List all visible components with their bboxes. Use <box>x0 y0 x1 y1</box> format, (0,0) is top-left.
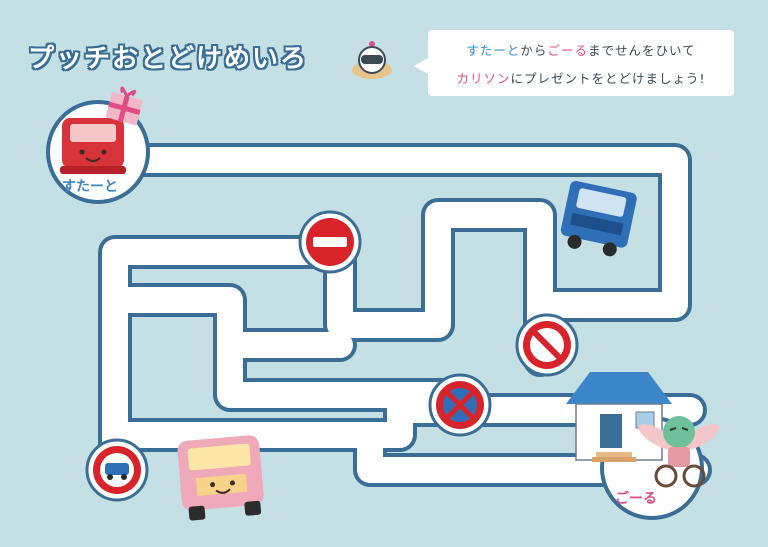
instruction-line-2: カリソンにプレゼントをとどけましょう! <box>428 68 734 87</box>
no-parking-sign-icon <box>85 438 149 502</box>
start-word: すたーと <box>466 43 521 58</box>
pink-truck-icon <box>177 435 264 521</box>
goal-label: ごーる <box>615 491 657 507</box>
green-bunny-bicycle-icon <box>638 416 720 488</box>
character-name: カリソン <box>456 71 511 86</box>
instruction-text-1: から <box>520 43 548 58</box>
instruction-text-3: にプレゼントをとどけましょう! <box>510 71 706 86</box>
start-label: すたーと <box>62 179 118 195</box>
maze-path-fill-2 <box>102 287 703 448</box>
goal-word: ごーる <box>547 43 588 58</box>
no-vehicles-sign-icon <box>515 313 579 377</box>
red-car-with-gift-icon <box>60 86 144 174</box>
blue-truck-icon <box>560 180 637 257</box>
robot-mascot-icon <box>352 41 392 79</box>
no-entry-sign-icon <box>298 210 362 274</box>
instruction-line-1: すたーとからごーるまでせんをひいて <box>428 40 734 59</box>
maze-path-fill <box>82 147 708 483</box>
no-stopping-sign-icon <box>428 373 492 437</box>
instruction-text-2: までせんをひいて <box>587 43 696 58</box>
instruction-bubble: すたーとからごーるまでせんをひいて カリソンにプレゼントをとどけましょう! <box>414 30 734 96</box>
blue-roof-house-icon <box>566 372 672 462</box>
page-title: プッチおとどけめいろ <box>28 44 309 74</box>
